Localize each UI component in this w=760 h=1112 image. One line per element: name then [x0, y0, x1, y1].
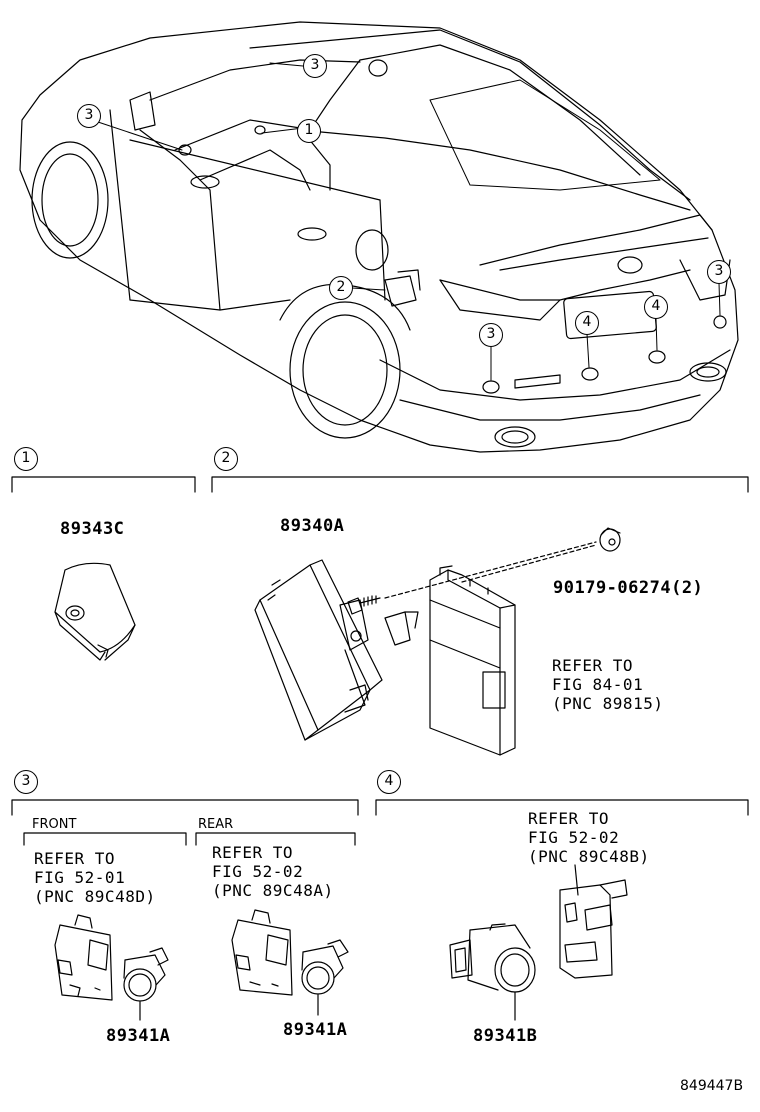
callout-3-rear-left: 3	[479, 323, 503, 347]
front-bracket-drawing	[55, 915, 112, 1000]
part-89343C-drawing	[55, 563, 135, 660]
callout-3-rear-right: 3	[707, 260, 731, 284]
part-label-89343C: 89343C	[60, 519, 125, 539]
rear-sensor-drawing	[302, 940, 348, 1015]
callout-1-car: 1	[297, 119, 321, 143]
part-label-89341A-rear: 89341A	[283, 1020, 348, 1040]
bolt-drawing	[348, 596, 380, 614]
section-1-callout: 1	[14, 447, 38, 471]
callout-4-left: 4	[575, 311, 599, 335]
section-4-callout: 4	[377, 770, 401, 794]
part-90179-drawing	[600, 528, 620, 551]
front-sublabel: FRONT	[32, 817, 77, 832]
reference-note-rear: REFER TO FIG 52-02 (PNC 89C48A)	[212, 843, 334, 900]
section-3-callout: 3	[14, 770, 38, 794]
part-label-89340A: 89340A	[280, 516, 345, 536]
illustration-id: 849447B	[680, 1078, 744, 1094]
callout-4-right: 4	[644, 295, 668, 319]
callout-2-car: 2	[329, 276, 353, 300]
reference-note-section4: REFER TO FIG 52-02 (PNC 89C48B)	[528, 809, 650, 866]
front-sensor-drawing	[124, 948, 168, 1020]
part-89340A-drawing	[255, 560, 382, 740]
section4-bracket-drawing	[560, 865, 627, 978]
section-2-callout: 2	[214, 447, 238, 471]
callout-3-top: 3	[303, 54, 327, 78]
rear-bracket-drawing	[232, 910, 292, 995]
reference-note-ecu: REFER TO FIG 84-01 (PNC 89815)	[552, 656, 664, 713]
reference-ecu-drawing	[430, 566, 515, 755]
rear-sublabel: REAR	[198, 817, 234, 832]
part-label-89341A-front: 89341A	[106, 1026, 171, 1046]
part-label-89341B: 89341B	[473, 1026, 538, 1046]
section4-sensor-drawing	[450, 924, 535, 1020]
reference-note-front: REFER TO FIG 52-01 (PNC 89C48D)	[34, 849, 156, 906]
part-label-90179: 90179-06274(2)	[553, 578, 704, 598]
callout-3-front: 3	[77, 104, 101, 128]
